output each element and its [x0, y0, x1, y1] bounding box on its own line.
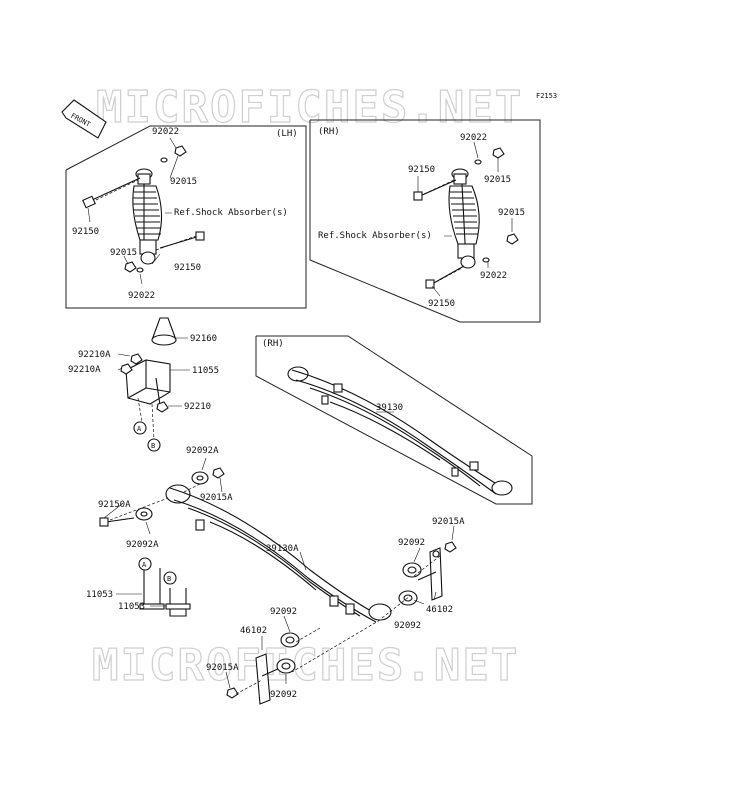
bracket-11055: [125, 359, 171, 406]
callout-46102-bot: 46102: [240, 626, 267, 636]
lh-bolt-right: [159, 231, 205, 249]
callout-92092A-left: 92092A: [126, 540, 159, 550]
callout-rh-92015-mid: 92015: [498, 208, 525, 218]
callout-92092A-top: 92092A: [186, 446, 219, 456]
callout-rh-92150-top: 92150: [408, 165, 435, 175]
bump-stop-92160: [151, 317, 177, 346]
rh-washer-top: [474, 159, 482, 165]
callout-92015A-top: 92015A: [200, 493, 233, 503]
callout-lh-92022-bot: 92022: [128, 291, 155, 301]
lh-washer-top: [160, 157, 168, 163]
lh-bolt-left: [82, 177, 141, 209]
rh-washer-bot: [482, 257, 490, 263]
lh-shock-absorber: [132, 168, 163, 265]
callout-92092-bot-bot: 92092: [270, 690, 297, 700]
lh-nut-top: [174, 145, 187, 157]
lh-washer-bot: [136, 267, 144, 273]
u-bolt-11053-a: [139, 568, 165, 610]
ref-circle-b-1: [147, 438, 161, 452]
watermark-top: MICROFICHES.NET: [96, 82, 523, 133]
nut-92015A-bot: [226, 687, 239, 699]
ref-circle-a-2: [138, 557, 152, 571]
ref-circle-b-2: [163, 571, 177, 585]
leaf-spring-39130: [287, 366, 513, 496]
callout-lh-92022-top: 92022: [152, 127, 179, 137]
ref-a-1: A: [137, 425, 142, 433]
callout-92092-right-top: 92092: [398, 538, 425, 548]
callout-rh-92015-top: 92015: [484, 175, 511, 185]
nut-92015A-top: [212, 467, 225, 479]
bushing-92092A-top: [191, 471, 209, 485]
callout-lh-92150-bot: 92150: [174, 263, 201, 273]
callout-92210A-2: 92210A: [68, 365, 101, 375]
callout-92150A: 92150A: [98, 500, 131, 510]
panel-lh-shock: (LH) 92022 92015 Ref.Shock Absorber(s) 9…: [65, 125, 307, 309]
ref-b-2: B: [167, 575, 171, 583]
lh-nut-bot: [124, 261, 137, 273]
nut-92210A-1: [130, 353, 143, 365]
rh-nut-top: [492, 147, 505, 159]
bushing-92092-right-top: [402, 562, 422, 578]
panel-rh-spring-label: (RH): [262, 339, 284, 349]
callout-92092-right-bot: 92092: [394, 621, 421, 631]
bracket-assembly: A B 92160 92210A 92210A 11055 92210: [68, 317, 219, 452]
figure-code: F2153: [536, 92, 557, 100]
nut-92210A-2: [120, 363, 133, 375]
panel-rh-shock: (RH) 92022 92150 92015 92015 Ref.Shock A…: [309, 119, 541, 323]
nut-92015A-right: [444, 541, 457, 553]
callout-92210A-1: 92210A: [78, 350, 111, 360]
callout-11053-b: 11053: [118, 602, 145, 612]
callout-39130A: 39130A: [266, 544, 299, 554]
callout-39130: 39130: [376, 403, 403, 413]
nut-92210: [156, 401, 169, 413]
panel-rh-shock-label: (RH): [318, 127, 340, 137]
callout-92210: 92210: [184, 402, 211, 412]
callout-rh-92022-bot: 92022: [480, 271, 507, 281]
ref-circle-a-1: [133, 421, 147, 435]
callout-lh-92150-left: 92150: [72, 227, 99, 237]
shackle-46102-right: [417, 547, 443, 601]
rh-shock-absorber: [448, 168, 480, 269]
callout-92092-bot-top: 92092: [270, 607, 297, 617]
panel-rh-spring: (RH) 39130: [255, 335, 533, 505]
rh-ref-text: Ref.Shock Absorber(s): [318, 231, 432, 241]
callout-11055: 11055: [192, 366, 219, 376]
u-bolt-11053-b: [165, 588, 191, 617]
callout-lh-92015-top: 92015: [170, 177, 197, 187]
rh-nut-mid: [506, 233, 519, 245]
shackle-46102-bot: [255, 653, 281, 705]
callout-92160: 92160: [190, 334, 217, 344]
bolt-92150A: [99, 517, 135, 527]
panel-lh-label: (LH): [276, 129, 298, 139]
bushing-92092-bot-bot: [276, 658, 296, 674]
callout-92015A-right: 92015A: [432, 517, 465, 527]
callout-46102-right: 46102: [426, 605, 453, 615]
callout-rh-92150-bot: 92150: [428, 299, 455, 309]
watermark-bottom: MICROFICHES.NET: [92, 640, 519, 691]
bushing-92092A-left: [135, 507, 153, 521]
ref-b-1: B: [151, 442, 155, 450]
callout-lh-92015-bot: 92015: [110, 248, 137, 258]
ref-a-2: A: [142, 561, 147, 569]
lh-ref-text: Ref.Shock Absorber(s): [174, 208, 288, 218]
bushing-92092-bot-top: [280, 632, 300, 648]
callout-92015A-bot: 92015A: [206, 663, 239, 673]
callout-11053-a: 11053: [86, 590, 113, 600]
callout-rh-92022-top: 92022: [460, 133, 487, 143]
